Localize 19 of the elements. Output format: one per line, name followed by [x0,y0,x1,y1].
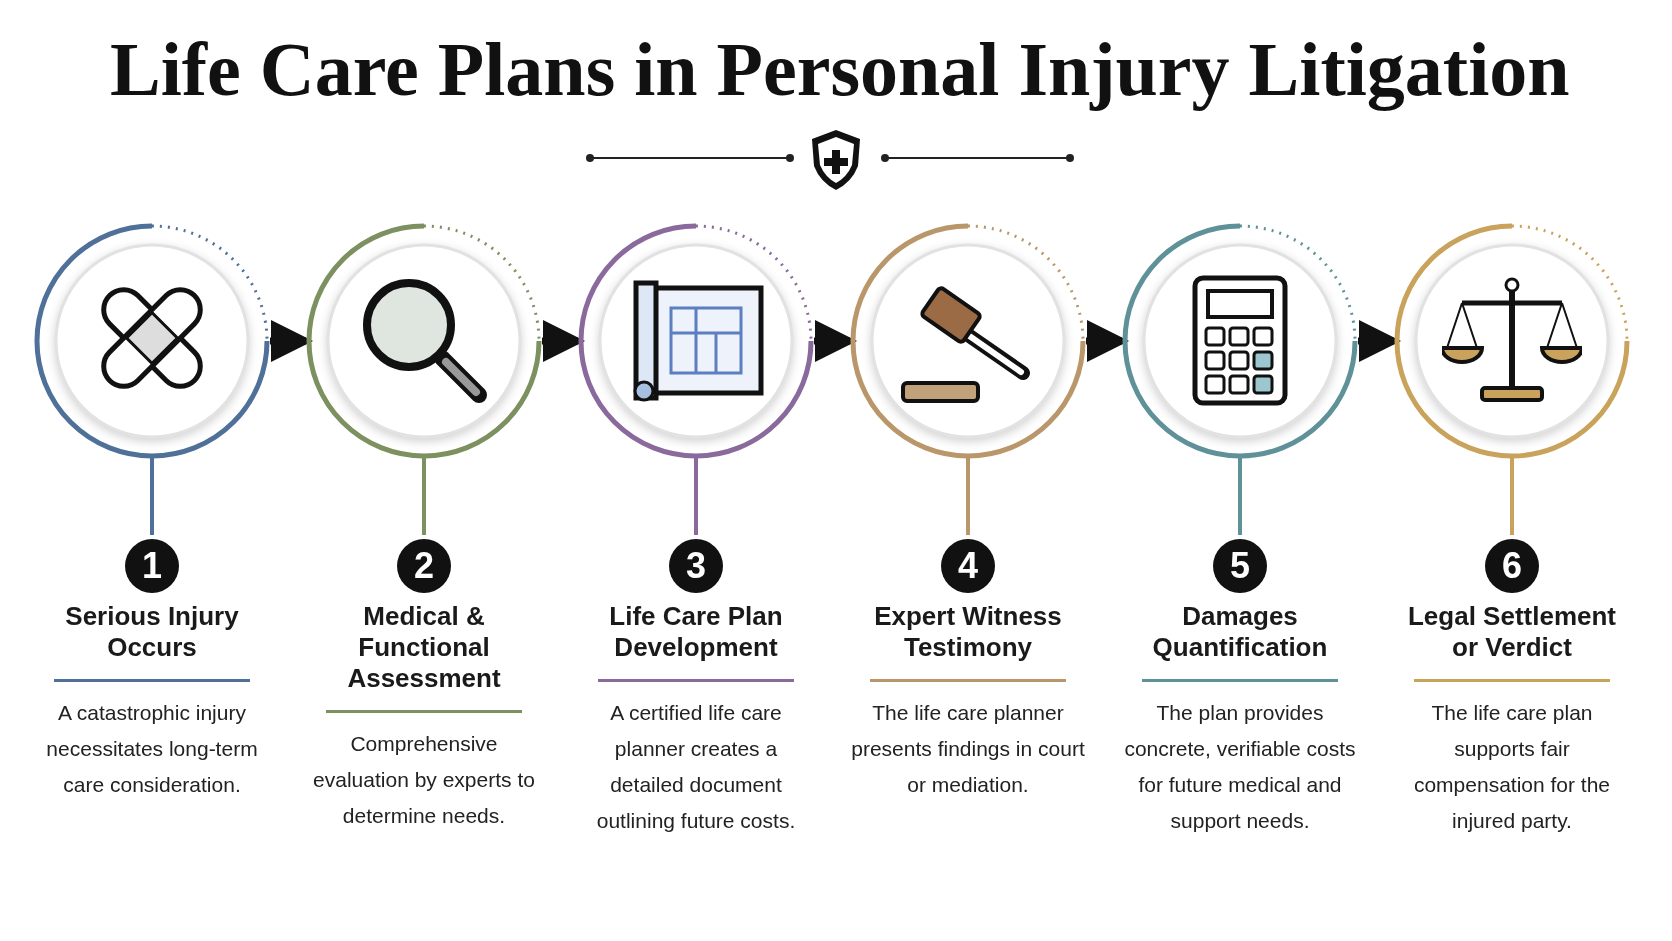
step-number: 1 [125,539,179,593]
step-title: Legal Settlement or Verdict [1406,601,1618,663]
step-title: Expert Witness Testimony [873,601,1063,663]
step-number: 2 [397,539,451,593]
step-description: The life care planner presents findings in court or mediation. [850,700,1086,798]
page-title: Life Care Plans in Personal Injury Litigation [110,26,1570,113]
step-title: Damages Quantification [1151,601,1329,663]
step-description: The plan provides concrete, verifiable costs for future medical and support needs. [1123,700,1357,834]
step-description: A catastrophic injury necessitates long-term care consideration. [45,700,259,798]
step-title: Medical & Functional Assessment [346,601,502,694]
step-number: 4 [941,539,995,593]
step-description: The life care plan supports fair compensation for the injured party. [1412,700,1612,834]
step-description: Comprehensive evaluation by experts to determine needs. [312,731,536,829]
step-title: Serious Injury Occurs [64,601,240,663]
step-number: 5 [1213,539,1267,593]
step-number: 6 [1485,539,1539,593]
step-number: 3 [669,539,723,593]
step-title: Life Care Plan Development [608,601,784,663]
step-description: A certified life care planner creates a detailed document outlining future costs. [595,700,797,834]
